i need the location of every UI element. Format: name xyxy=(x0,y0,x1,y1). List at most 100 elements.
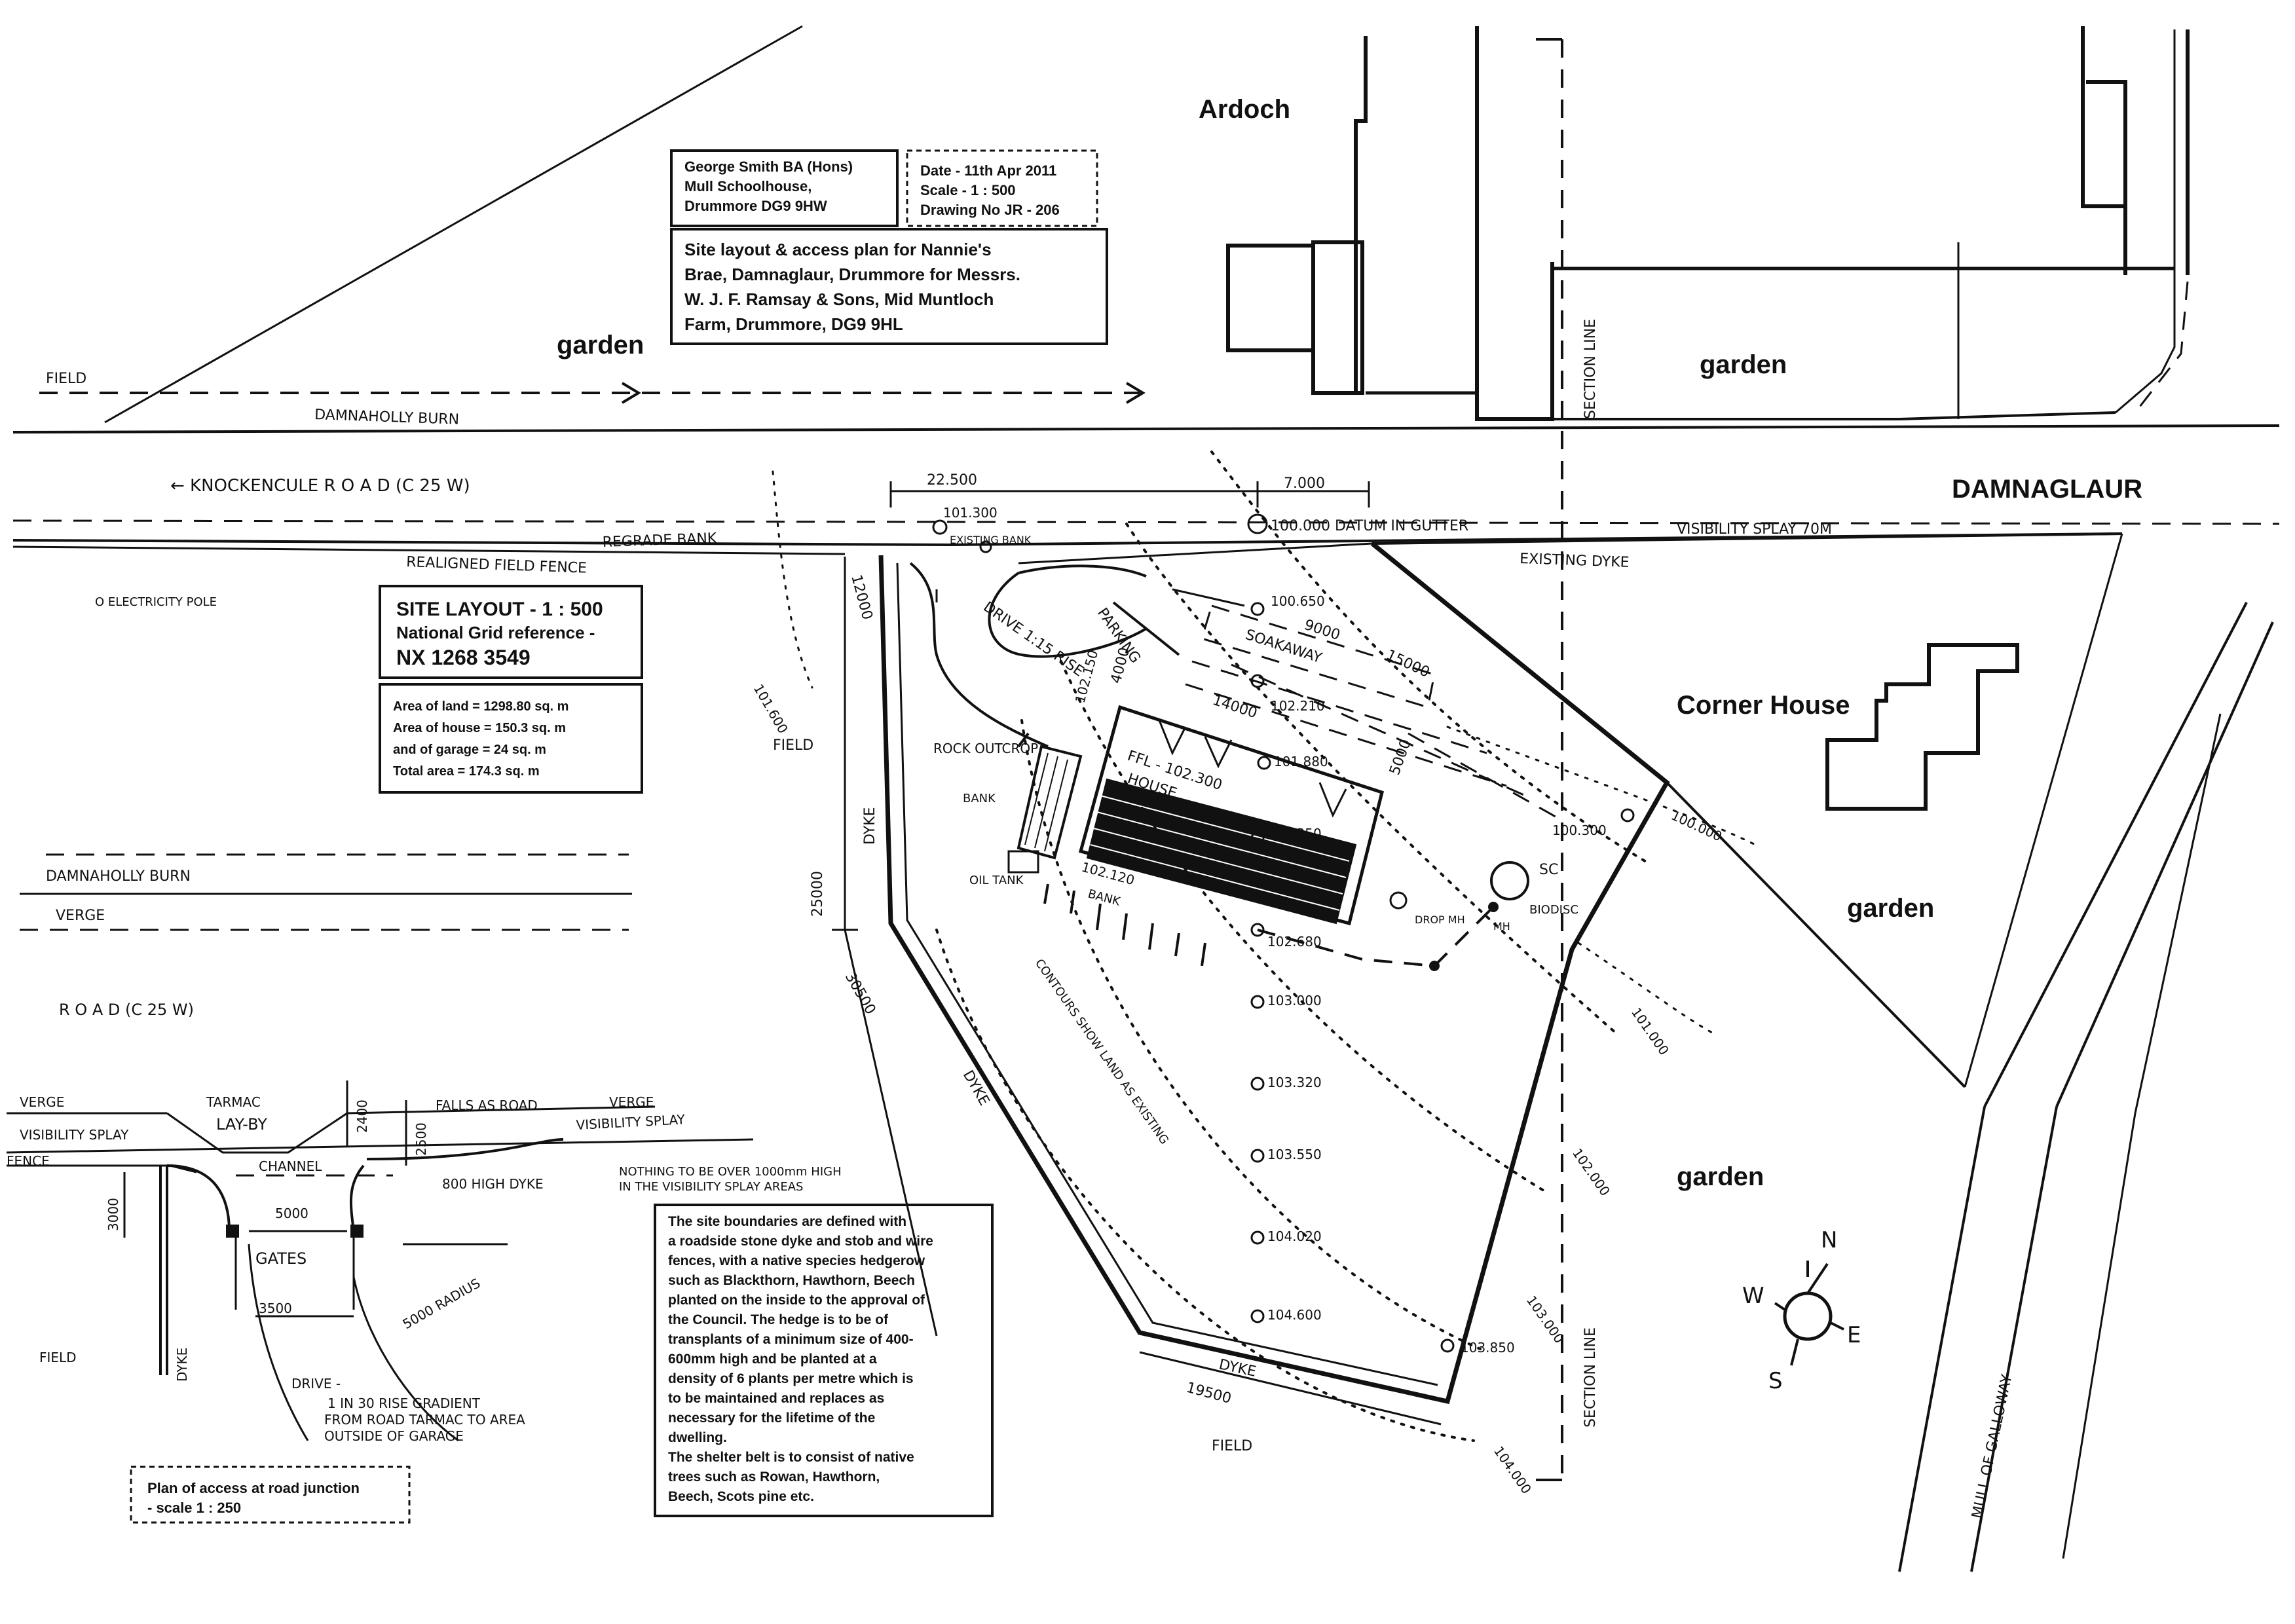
note-line: to be maintained and replaces as xyxy=(668,1391,884,1406)
level-101300: 101.300 xyxy=(943,505,998,521)
label-section-line-bottom: SECTION LINE xyxy=(1582,1327,1599,1428)
inset-visibility-a: VISIBILITY SPLAY xyxy=(20,1127,129,1143)
grid-ref: NX 1268 3549 xyxy=(396,646,531,669)
house-footprint xyxy=(1007,705,1384,926)
label-bank: BANK xyxy=(963,792,996,805)
label-mull-of-galloway: MULL OF GALLOWAY xyxy=(1969,1373,2015,1520)
damnaholly-burn-top xyxy=(39,382,1146,404)
inset-drive-2: 1 IN 30 RISE GRADIENT xyxy=(327,1395,481,1411)
label-corner-house: Corner House xyxy=(1677,691,1850,720)
dim-30500: 30500 xyxy=(842,970,879,1018)
inset-radius: 5000 RADIUS xyxy=(400,1275,483,1332)
note-line: dwelling. xyxy=(668,1430,727,1445)
dim-5000: 5000 xyxy=(1387,737,1415,777)
label-field-mid: FIELD xyxy=(773,737,813,754)
label-knockencule-road: ← KNOCKENCULE R O A D (C 25 W) xyxy=(170,476,470,496)
note-line: 600mm high and be planted at a xyxy=(668,1352,877,1367)
label-damnaholly-burn-left: DAMNAHOLLY BURN xyxy=(46,868,191,885)
author-line1: George Smith BA (Hons) xyxy=(684,158,853,175)
area-garage: and of garage = 24 sq. m xyxy=(393,743,546,757)
label-field-bottom: FIELD xyxy=(1212,1438,1252,1454)
note-line: planted on the inside to the approval of xyxy=(668,1293,925,1308)
note-line: the Council. The hedge is to be of xyxy=(668,1312,889,1327)
compass-s: S xyxy=(1768,1368,1783,1394)
level-102680: 102.680 xyxy=(1267,934,1322,950)
note-line: The site boundaries are defined with xyxy=(668,1214,906,1229)
biodisc xyxy=(1257,861,1529,971)
label-oil-tank: OIL TANK xyxy=(969,874,1024,887)
dim-22500: 22.500 xyxy=(927,472,977,489)
inset-nothing-1: NOTHING TO BE OVER 1000mm HIGH xyxy=(619,1165,842,1179)
soakaway xyxy=(1172,588,1559,820)
inset-drive-1: DRIVE - xyxy=(291,1376,341,1392)
section-line xyxy=(1536,38,1563,1481)
area-house: Area of house = 150.3 sq. m xyxy=(393,721,566,735)
dim-12000: 12000 xyxy=(848,573,875,621)
level-102210: 102.210 xyxy=(1271,698,1325,714)
note-line: such as Blackthorn, Hawthorn, Beech xyxy=(668,1273,915,1288)
title-drawing-no: Drawing No JR - 206 xyxy=(920,202,1060,218)
notes-text: The site boundaries are defined with a r… xyxy=(668,1214,933,1504)
level-101000: 101.000 xyxy=(1628,1005,1672,1058)
label-visibility-splay-70: VISIBILITY SPLAY 70M xyxy=(1677,521,1832,538)
contours xyxy=(772,451,1757,1442)
level-103000b: 103.000 xyxy=(1523,1293,1567,1346)
top-field-boundary xyxy=(104,25,803,424)
inset-drive-4: OUTSIDE OF GARAGE xyxy=(324,1428,464,1444)
grid-ref-label: National Grid reference - xyxy=(396,623,595,642)
note-line: fences, with a native species hedgerow xyxy=(668,1253,925,1268)
drive xyxy=(909,562,1180,748)
dim-15000: 15000 xyxy=(1383,647,1432,681)
level-103000: 103.000 xyxy=(1267,993,1322,1008)
dimension-lines xyxy=(832,481,1442,1426)
access-inset xyxy=(6,1080,754,1442)
note-line: The shelter belt is to consist of native xyxy=(668,1450,914,1465)
label-dyke-left: DYKE xyxy=(862,807,878,845)
level-101880: 101.880 xyxy=(1274,754,1328,769)
level-104000: 104.000 xyxy=(1491,1443,1535,1497)
label-mh: MH xyxy=(1493,920,1510,932)
label-road-left: R O A D (C 25 W) xyxy=(59,1001,194,1019)
level-104020: 104.020 xyxy=(1267,1228,1322,1244)
roadside-dyke xyxy=(1018,542,1373,564)
label-damnaglaur: DAMNAGLAUR xyxy=(1952,475,2142,504)
inset-d2400: 2400 xyxy=(354,1099,370,1133)
label-verge-left: VERGE xyxy=(56,908,105,924)
note-line: transplants of a minimum size of 400- xyxy=(668,1332,914,1347)
corner-house xyxy=(1825,643,2019,811)
inset-d3500: 3500 xyxy=(259,1301,292,1316)
dim-14000: 14000 xyxy=(1210,692,1259,722)
inset-fence: FENCE xyxy=(7,1153,50,1169)
inset-gates: GATES xyxy=(255,1249,307,1268)
level-102350: 102.350 xyxy=(1267,826,1322,841)
label-rock-outcrop: ROCK OUTCROP xyxy=(933,741,1038,756)
area-land: Area of land = 1298.80 sq. m xyxy=(393,699,569,714)
compass-w: W xyxy=(1742,1283,1764,1309)
dim-4000: 4000 xyxy=(1108,646,1134,686)
inset-tarmac: TARMAC xyxy=(206,1094,261,1110)
desc-line2: Brae, Damnaglaur, Drummore for Messrs. xyxy=(684,265,1020,284)
inset-visibility-b: VISIBILITY SPLAY xyxy=(576,1111,686,1133)
compass-n: N xyxy=(1821,1227,1837,1253)
site-boundary xyxy=(878,532,2123,1405)
label-datum: 100.000 DATUM IN GUTTER xyxy=(1271,518,1468,534)
author-line2: Mull Schoolhouse, xyxy=(684,178,812,194)
inset-channel: CHANNEL xyxy=(259,1158,322,1174)
dim-19500: 19500 xyxy=(1184,1380,1233,1407)
level-103550: 103.550 xyxy=(1267,1147,1322,1162)
label-ardoch: Ardoch xyxy=(1199,95,1290,124)
inset-dyke-800: 800 HIGH DYKE xyxy=(442,1176,544,1192)
label-regrade-bank: REGRADE BANK xyxy=(602,530,717,551)
label-field-top: FIELD xyxy=(46,371,86,387)
inset-d2500: 2500 xyxy=(413,1122,429,1156)
compass xyxy=(1774,1261,1844,1366)
label-garden-top-left: garden xyxy=(557,331,644,360)
desc-line4: Farm, Drummore, DG9 9HL xyxy=(684,314,903,334)
label-dyke-bottom: DYKE xyxy=(1218,1356,1258,1380)
note-line: trees such as Rowan, Hawthorn, xyxy=(668,1469,880,1485)
inset-drive-3: FROM ROAD TARMAC TO AREA xyxy=(324,1412,525,1428)
level-102000: 102.000 xyxy=(1569,1145,1613,1199)
label-drop-mh: DROP MH xyxy=(1415,913,1465,926)
label-dyke-diagonal: DYKE xyxy=(960,1068,992,1109)
mull-of-galloway-road xyxy=(1898,602,2274,1572)
